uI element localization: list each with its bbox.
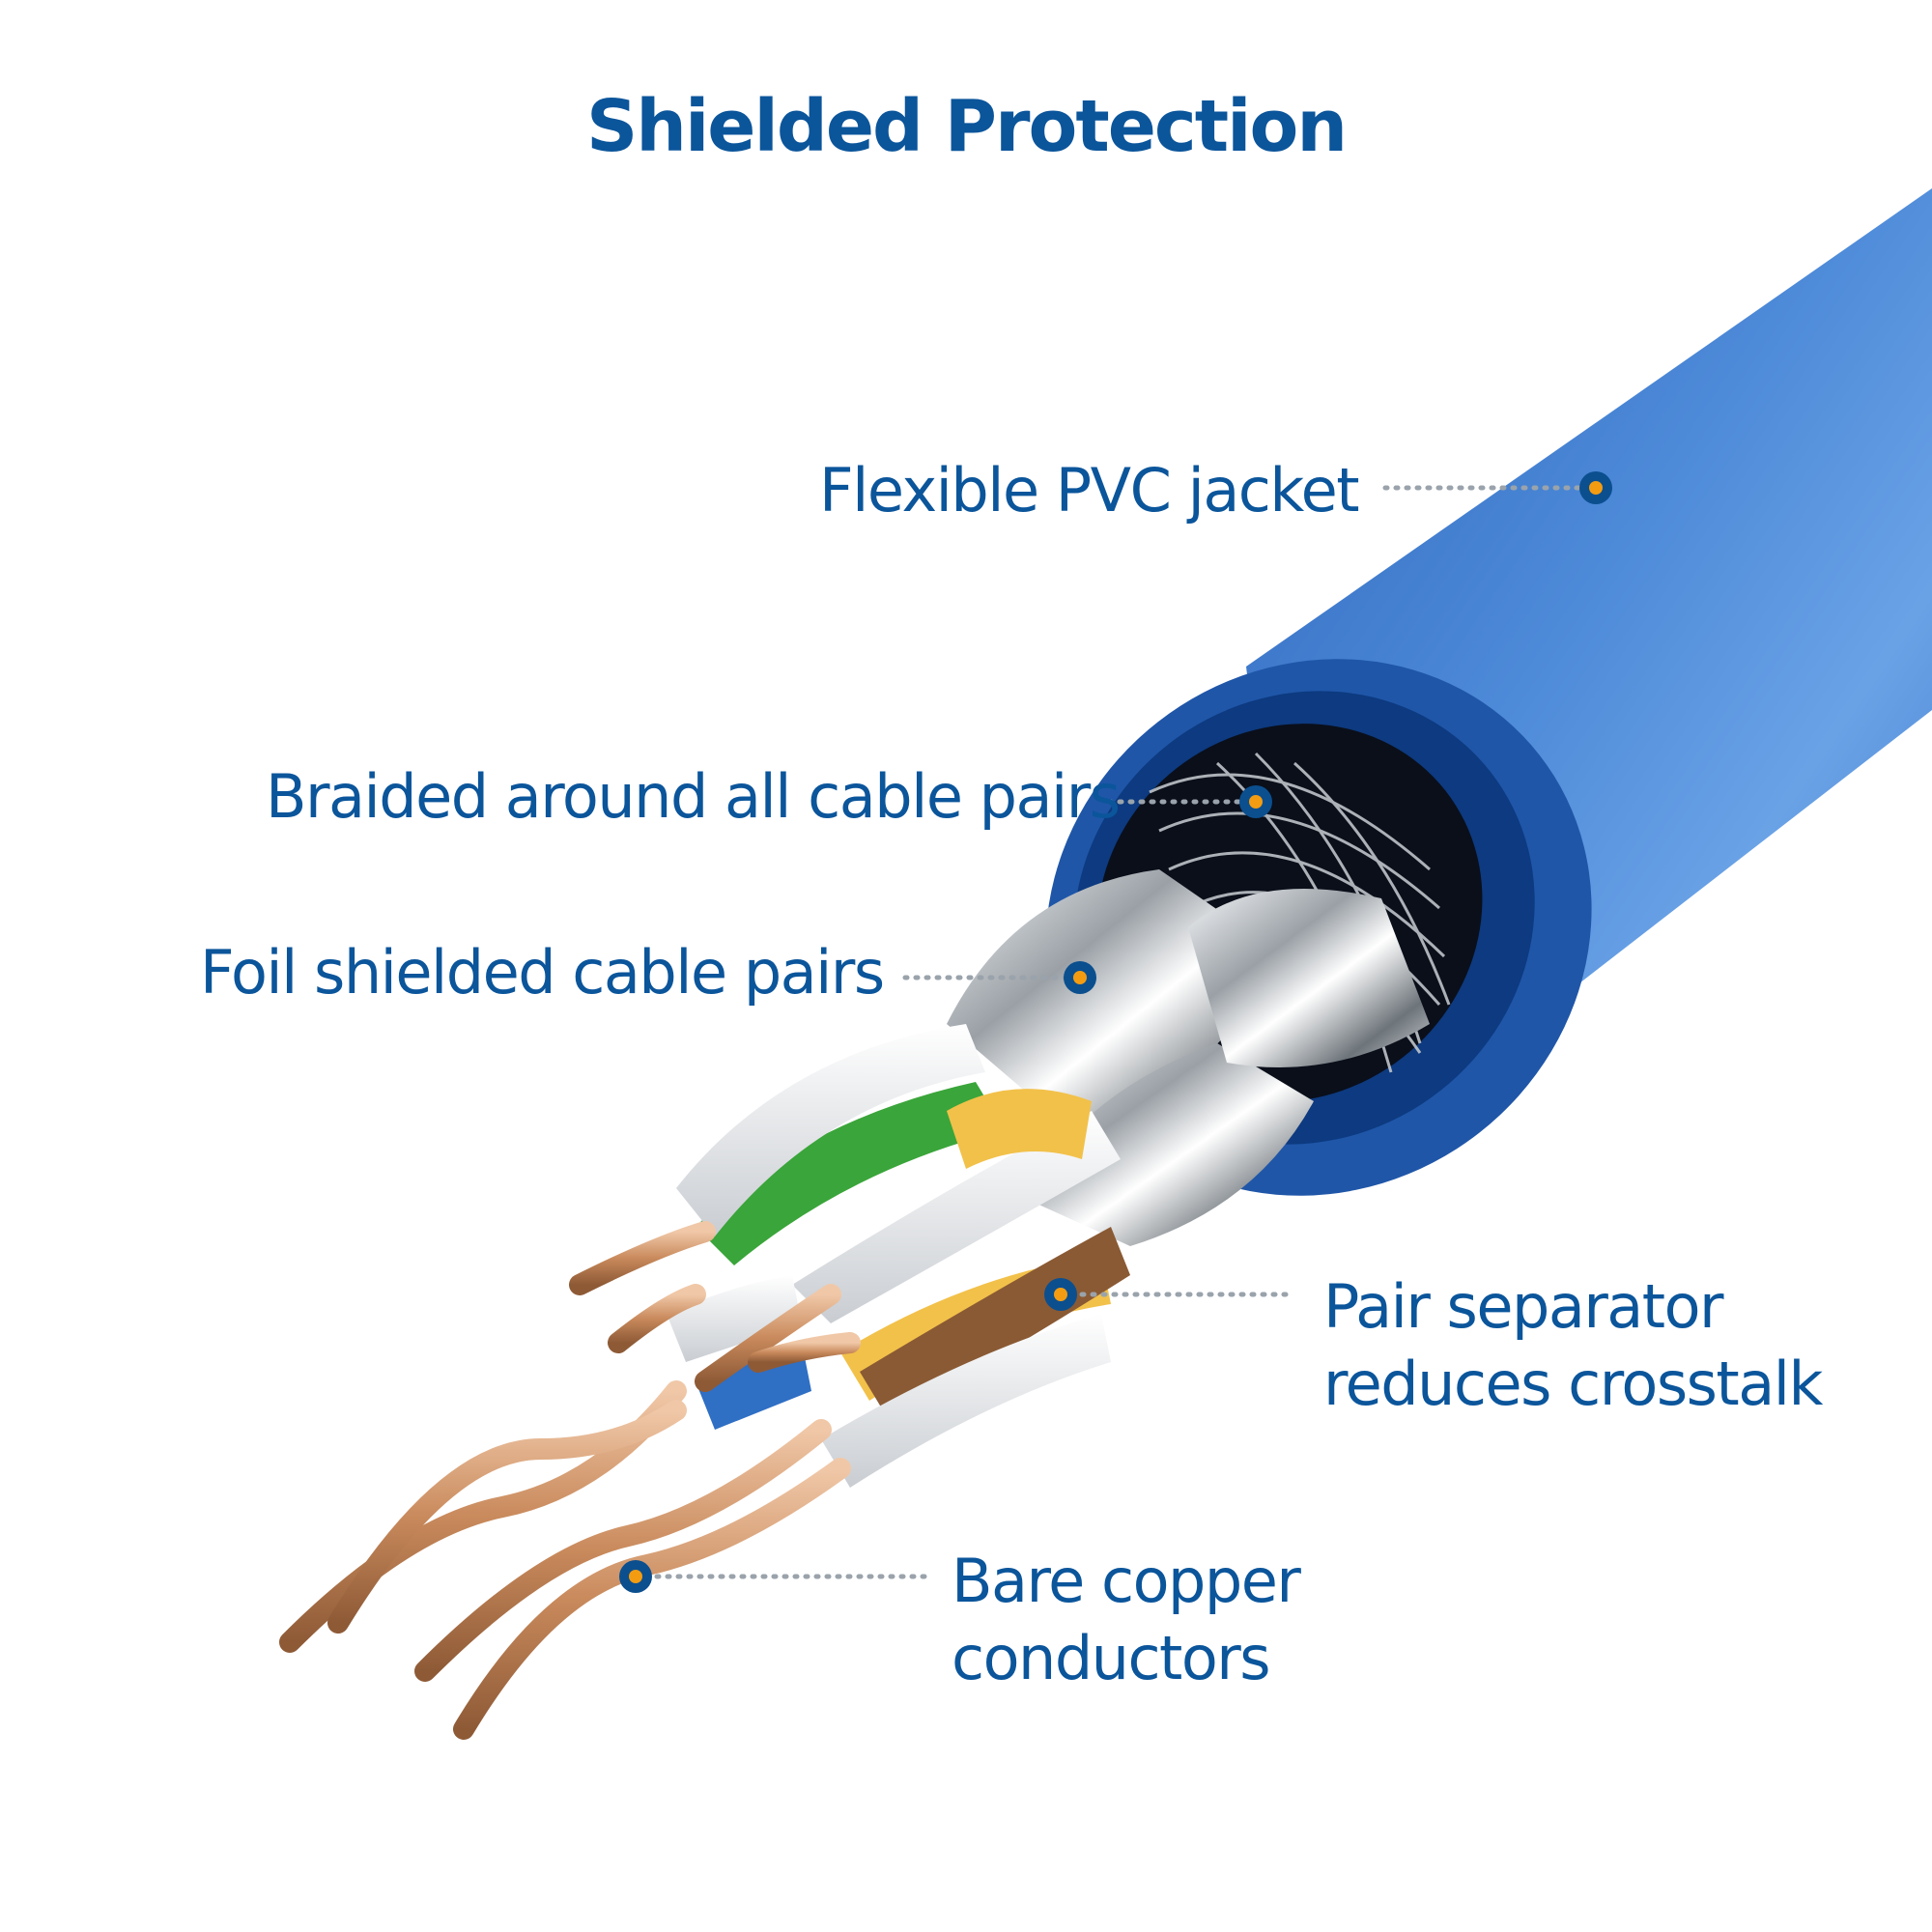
marker-copper [619,1560,652,1593]
callout-jacket-line1: Flexible PVC jacket [819,455,1360,526]
marker-separator [1044,1278,1077,1311]
callout-separator-line1: Pair separator [1323,1271,1724,1342]
foil-shield [947,869,1430,1246]
marker-jacket [1579,471,1612,504]
callout-copper: Bare copper conductors [952,1543,1301,1697]
callout-braid-line1: Braided around all cable pairs [266,761,1121,832]
marker-braid [1239,785,1272,818]
callout-copper-line1: Bare copper [952,1546,1301,1616]
leader-lines [633,485,1597,1579]
callout-separator-line2: reduces crosstalk [1323,1349,1823,1419]
callout-foil-line1: Foil shielded cable pairs [200,937,885,1008]
callout-separator: Pair separator reduces crosstalk [1323,1268,1823,1423]
callout-jacket: Flexible PVC jacket [819,452,1360,529]
callout-markers [619,471,1612,1593]
callout-copper-line2: conductors [952,1623,1271,1693]
diagram-title: Shielded Protection [585,85,1348,168]
callout-foil: Foil shielded cable pairs [200,934,885,1011]
callout-braid: Braided around all cable pairs [266,758,1121,836]
twisted-pairs [667,1024,1130,1488]
marker-foil [1064,961,1096,994]
